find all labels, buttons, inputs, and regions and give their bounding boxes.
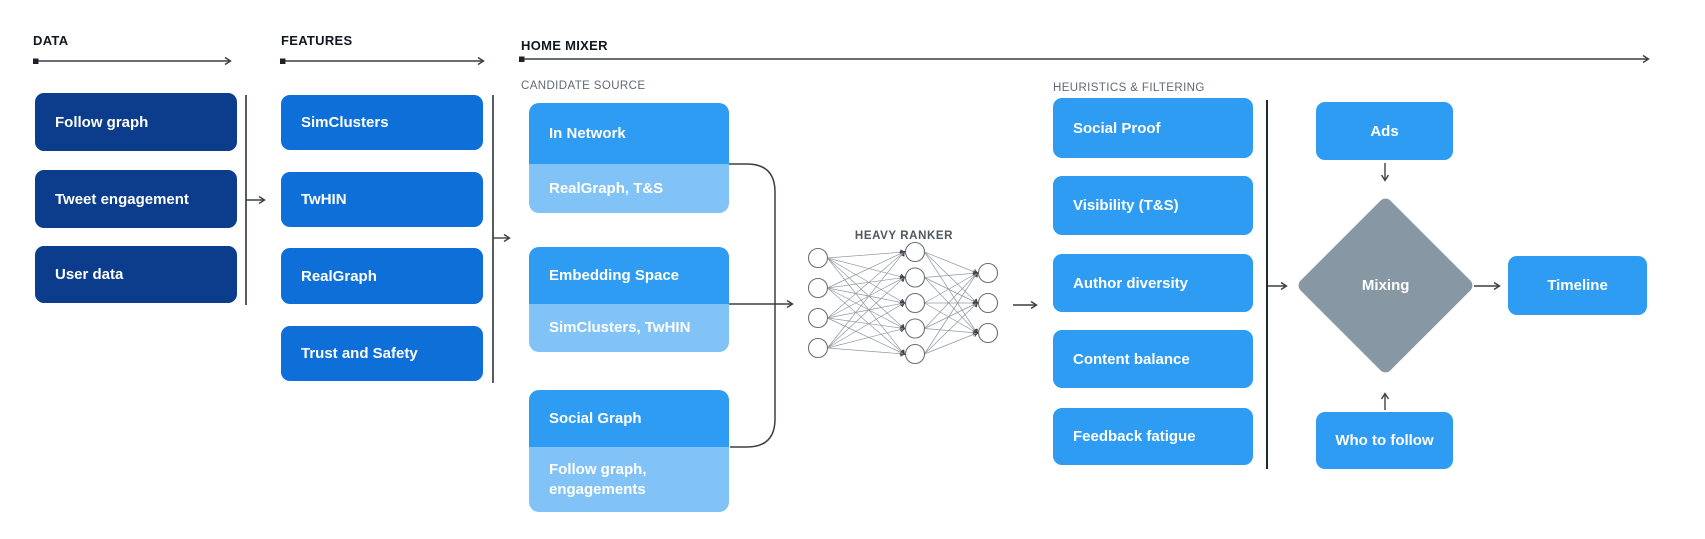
features-box-trust-and-safety: Trust and Safety [281,326,483,381]
candidate-title: Social Graph [529,390,729,447]
heavy-ranker-network [807,241,999,365]
sublabel-heuristics-filtering: HEURISTICS & FILTERING [1053,82,1205,94]
sublabel-candidate-source: CANDIDATE SOURCE [521,80,646,92]
heuristics-box-visibility: Visibility (T&S) [1053,176,1253,235]
home-mixer-header-arrow [519,54,1650,64]
candidate-subtitle: Follow graph, engagements [529,447,729,512]
mixing-input-ads: Ads [1316,102,1453,160]
section-header-home-mixer: HOME MIXER [521,38,608,53]
features-box-simclusters: SimClusters [281,95,483,150]
candidate-box-social-graph: Social Graph Follow graph, engagements [529,390,729,512]
data-box-tweet-engagement: Tweet engagement [35,170,237,228]
heuristics-box-author-diversity: Author diversity [1053,254,1253,312]
features-box-realgraph: RealGraph [281,248,483,304]
candidate-subtitle: RealGraph, T&S [529,164,729,213]
candidate-box-in-network: In Network RealGraph, T&S [529,103,729,213]
data-box-user-data: User data [35,246,237,303]
candidate-title: Embedding Space [529,247,729,304]
features-box-twhin: TwHIN [281,172,483,227]
candidate-merge-bracket [729,163,776,448]
candidate-subtitle: SimClusters, TwHIN [529,304,729,352]
section-header-data: DATA [33,33,69,48]
sublabel-heavy-ranker: HEAVY RANKER [854,230,954,242]
heuristics-box-content-balance: Content balance [1053,330,1253,388]
candidate-title: In Network [529,103,729,164]
output-box-timeline: Timeline [1508,256,1647,315]
section-header-features: FEATURES [281,33,353,48]
data-header-arrow [33,56,232,66]
mixing-input-who-to-follow: Who to follow [1316,412,1453,469]
features-header-arrow [280,56,485,66]
heuristics-box-feedback-fatigue: Feedback fatigue [1053,408,1253,465]
mixing-diamond-label: Mixing [1361,277,1410,294]
data-box-follow-graph: Follow graph [35,93,237,151]
heuristics-box-social-proof: Social Proof [1053,98,1253,158]
candidate-box-embedding-space: Embedding Space SimClusters, TwHIN [529,247,729,352]
